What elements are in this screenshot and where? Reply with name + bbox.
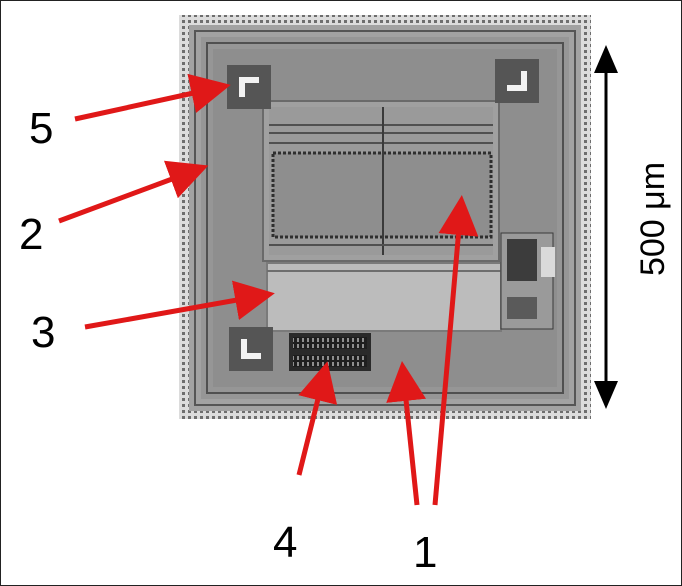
scale-arrow-icon	[594, 45, 618, 409]
label-4: 4	[273, 518, 297, 567]
chip-die	[179, 15, 591, 419]
red-arrow-icon	[58, 73, 479, 506]
circuit-block	[507, 239, 537, 281]
label-3: 3	[31, 308, 55, 357]
scale-bar-label: 500 μm	[634, 162, 672, 276]
label-5: 5	[29, 104, 53, 153]
alignment-mark-icon	[227, 65, 271, 109]
arrow-to-3	[84, 280, 275, 330]
arrow-to-1b	[432, 195, 479, 506]
arrow-to-5	[74, 73, 231, 122]
arrow-to-1a	[386, 361, 427, 506]
alignment-mark-icon	[495, 59, 539, 103]
alignment-mark-icon	[229, 327, 273, 371]
label-1: 1	[413, 528, 437, 577]
arrow-to-2	[58, 160, 209, 224]
label-2: 2	[19, 210, 43, 259]
arrow-to-4	[296, 361, 338, 476]
mirror-plate	[266, 262, 502, 332]
